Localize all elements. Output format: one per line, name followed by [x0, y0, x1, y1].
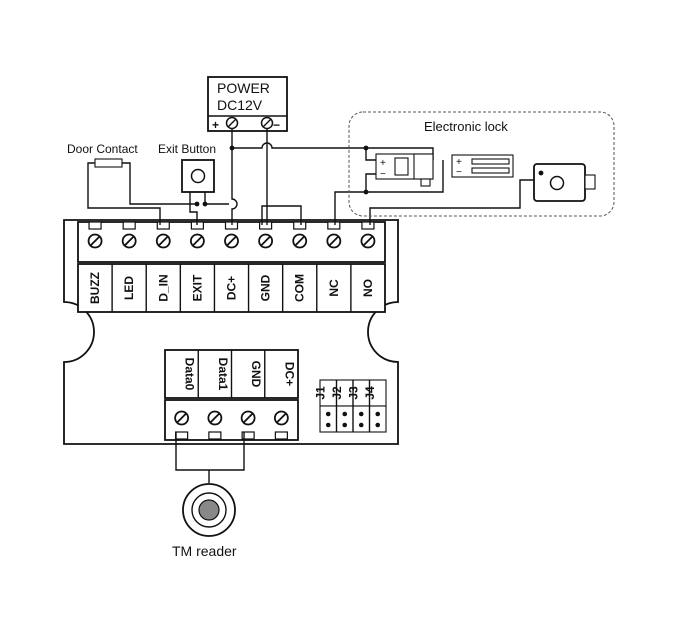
screw-icon — [189, 233, 205, 249]
electronic-lock-label: Electronic lock — [424, 119, 508, 134]
reader-terminal-clamp — [274, 431, 288, 440]
power-voltage: DC12V — [217, 97, 263, 113]
power-title: POWER — [217, 80, 270, 96]
terminal-label: D_IN — [156, 274, 170, 301]
door-contact-wire — [87, 162, 197, 225]
reader-terminals: Data0 Data1 GND DC+ — [174, 350, 296, 440]
exit-button-icon — [181, 159, 215, 193]
bolt-lock-icon — [533, 163, 596, 202]
no-wire — [369, 179, 534, 225]
magnetic-lock-icon: + − — [451, 154, 514, 178]
screw-icon — [207, 410, 223, 426]
reader-wire — [175, 432, 245, 483]
electronic-lock-area — [348, 111, 615, 217]
reader-terminal-clamp — [208, 431, 222, 440]
terminal-label: GND — [259, 274, 273, 301]
terminal-label: LED — [122, 276, 136, 300]
dc-plus-wire — [231, 129, 238, 225]
screw-icon — [273, 410, 289, 426]
jumper-label: J3 — [346, 386, 360, 400]
screw-icon — [155, 233, 171, 249]
screw-icon — [360, 233, 376, 249]
jumper-label: J2 — [330, 386, 344, 400]
terminal-label: BUZZ — [88, 272, 102, 304]
reader-terminal-label: DC+ — [282, 362, 296, 386]
power-plus-sign: + — [212, 118, 219, 132]
svg-text:−: − — [380, 169, 386, 180]
nc-wire — [334, 160, 444, 225]
tm-reader-label: TM reader — [172, 543, 237, 559]
terminal-label: NC — [327, 279, 341, 297]
power-supply: POWER DC12V + − — [207, 76, 288, 132]
screw-icon — [174, 410, 190, 426]
screw-icon — [326, 233, 342, 249]
reader-terminal-clamp — [241, 431, 255, 440]
door-contact-label: Door Contact — [67, 142, 138, 156]
screw-icon — [292, 233, 308, 249]
main-terminal-clamp — [293, 221, 307, 230]
main-terminal-clamp — [327, 221, 341, 230]
main-terminal-clamp — [259, 221, 273, 230]
reader-terminal-label: GND — [249, 361, 263, 388]
screw-icon — [224, 233, 239, 249]
screw-icon — [258, 233, 274, 249]
reader-terminal-clamp — [175, 431, 189, 440]
main-terminal-clamp — [156, 221, 170, 230]
electric-strike-icon: + − — [375, 153, 434, 187]
svg-text:+: + — [456, 157, 462, 168]
tm-reader-icon — [182, 483, 236, 537]
terminal-label: NO — [361, 279, 375, 297]
power-plus-screw — [225, 116, 239, 130]
main-label-strip — [77, 263, 386, 313]
screw-icon — [121, 233, 137, 249]
main-terminal-clamp — [88, 221, 102, 230]
screw-icon — [87, 233, 103, 249]
screw-icon — [240, 410, 256, 426]
terminal-label: DC+ — [225, 276, 239, 300]
power-minus-sign: − — [273, 118, 280, 132]
reader-terminal-label: Data1 — [216, 358, 230, 391]
svg-text:−: − — [456, 167, 462, 178]
terminal-label: EXIT — [190, 274, 204, 301]
main-terminal-clamp — [361, 221, 375, 230]
door-contact-switch — [94, 158, 123, 168]
gnd-com-wire — [261, 205, 302, 225]
terminal-label: COM — [293, 274, 307, 302]
jumper-label: J1 — [313, 386, 327, 400]
main-terminals: BUZZ LED D_IN EXIT DC+ GND COM NC NO — [87, 221, 376, 312]
reader-terminal-label: Data0 — [183, 358, 197, 391]
power-minus-screw — [260, 116, 274, 130]
jumper-label: J4 — [363, 386, 377, 400]
main-terminal-clamp — [122, 221, 136, 230]
exit-button-label: Exit Button — [158, 142, 216, 156]
svg-text:+: + — [380, 158, 386, 169]
